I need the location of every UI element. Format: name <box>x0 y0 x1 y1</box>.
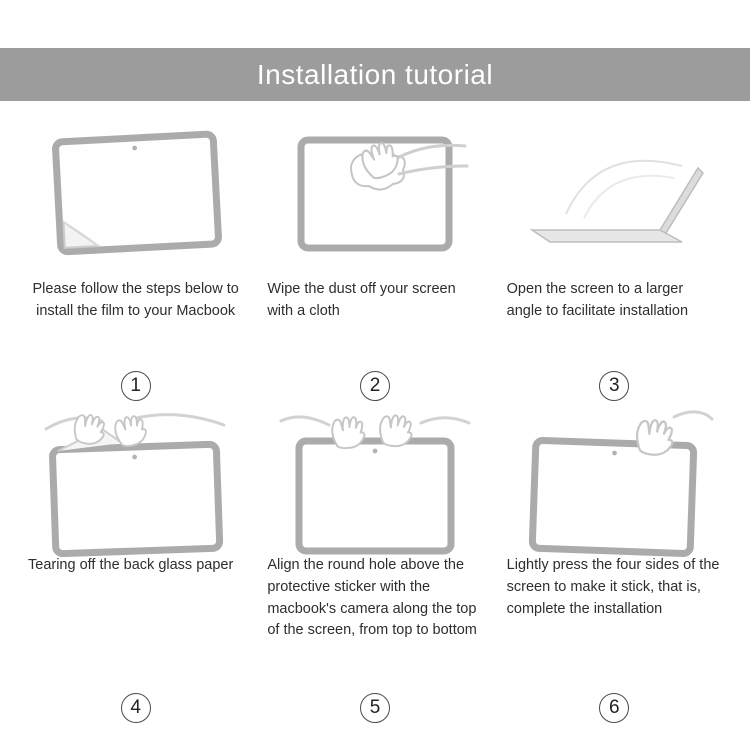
step-2: Wipe the dust off your screen with a clo… <box>255 109 494 411</box>
step-1: Please follow the steps below to install… <box>16 109 255 411</box>
banner: Installation tutorial <box>0 48 750 101</box>
step-number-badge: 1 <box>120 371 151 401</box>
step-number: 6 <box>609 697 620 718</box>
step-number: 4 <box>130 697 141 718</box>
step-number-badge: 4 <box>120 693 151 723</box>
step-caption: Wipe the dust off your screen with a clo… <box>267 281 456 319</box>
step-caption: Align the round hole above the protectiv… <box>267 557 477 639</box>
step-caption: Open the screen to a larger angle to fac… <box>506 281 689 319</box>
step-6: Lightly press the four sides of the scre… <box>495 410 734 733</box>
step-number-badge: 6 <box>599 693 630 723</box>
step-number: 2 <box>369 375 381 396</box>
macbook-film-peel-icon <box>28 109 243 277</box>
steps-grid: Please follow the steps below to install… <box>0 109 750 733</box>
press-four-sides-icon <box>507 410 722 557</box>
step-number: 5 <box>369 697 381 718</box>
step-number-badge: 2 <box>359 371 390 401</box>
step-5: Align the round hole above the protectiv… <box>255 411 494 733</box>
step-caption: Tearing off the back glass paper <box>28 557 234 573</box>
step-3: Open the screen to a larger angle to fac… <box>495 109 734 411</box>
tear-back-paper-icon <box>28 410 243 557</box>
step-4: Tearing off the back glass paper 4 <box>16 410 255 733</box>
step-caption: Lightly press the four sides of the scre… <box>506 557 720 617</box>
step-caption: Please follow the steps below to install… <box>32 281 239 319</box>
step-number: 3 <box>609 375 620 396</box>
step-number-badge: 3 <box>599 371 630 401</box>
step-number-badge: 5 <box>359 693 390 723</box>
wipe-screen-cloth-icon <box>267 109 482 277</box>
banner-title: Installation tutorial <box>256 58 494 90</box>
step-number: 1 <box>130 375 141 396</box>
align-camera-hole-icon <box>267 411 482 555</box>
open-laptop-angle-icon <box>507 109 722 277</box>
